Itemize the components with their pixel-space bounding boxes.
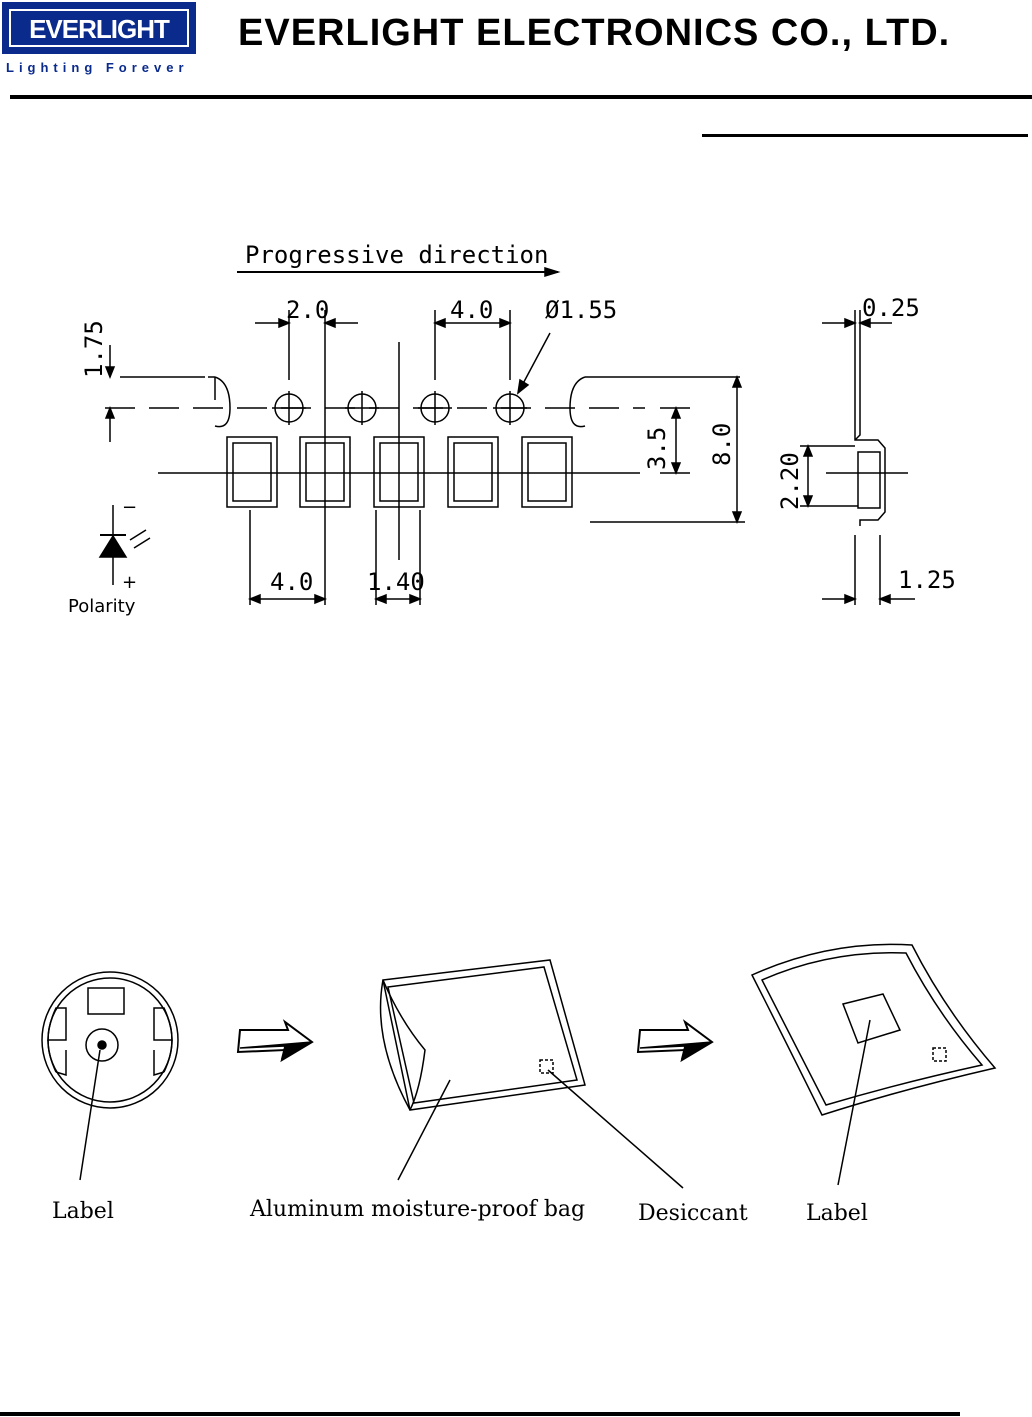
packing-drawing: Label Aluminum moisture-proof bag Desicc… [41,943,997,1226]
footer-rule [0,1412,960,1416]
dim-3-5: 3.5 [643,427,671,470]
desiccant-label: Desiccant [638,1201,748,1226]
sealed-bag-icon [750,943,997,1186]
bag-label: Aluminum moisture-proof bag [249,1197,585,1222]
reel-icon [41,971,179,1181]
carrier-tape-drawing: Progressive direction 2.0 4.0 Ø1.55 1.75… [68,241,956,617]
sealed-bag-label: Label [806,1201,868,1226]
dim-4-0-bottom: 4.0 [270,568,313,596]
dim-4-0-top: 4.0 [450,296,493,324]
company-name: EVERLIGHT ELECTRONICS CO., LTD. [238,12,951,54]
logo-tagline: Lighting Forever [6,60,189,75]
arrow-icon [236,1019,314,1063]
dim-8-0: 8.0 [708,423,736,466]
polarity-plus: + [122,572,137,593]
company-logo: EVERLIGHT [2,2,196,54]
dim-2-0: 2.0 [286,296,329,324]
reel-label: Label [52,1199,114,1224]
dim-1-40: 1.40 [367,568,425,596]
polarity-minus: − [122,497,137,518]
dim-1-25: 1.25 [898,566,956,594]
logo-text: EVERLIGHT [9,9,189,47]
dim-2-20: 2.20 [776,452,804,510]
section-rule [702,134,1028,137]
dim-hole: Ø1.55 [545,296,617,324]
header-rule [10,95,1032,99]
moisture-bag-icon [379,959,684,1189]
arrow-icon [636,1019,714,1063]
dim-1-75: 1.75 [80,320,108,378]
direction-label: Progressive direction [245,241,548,269]
dim-0-25: 0.25 [862,294,920,322]
polarity-label: Polarity [68,596,136,617]
